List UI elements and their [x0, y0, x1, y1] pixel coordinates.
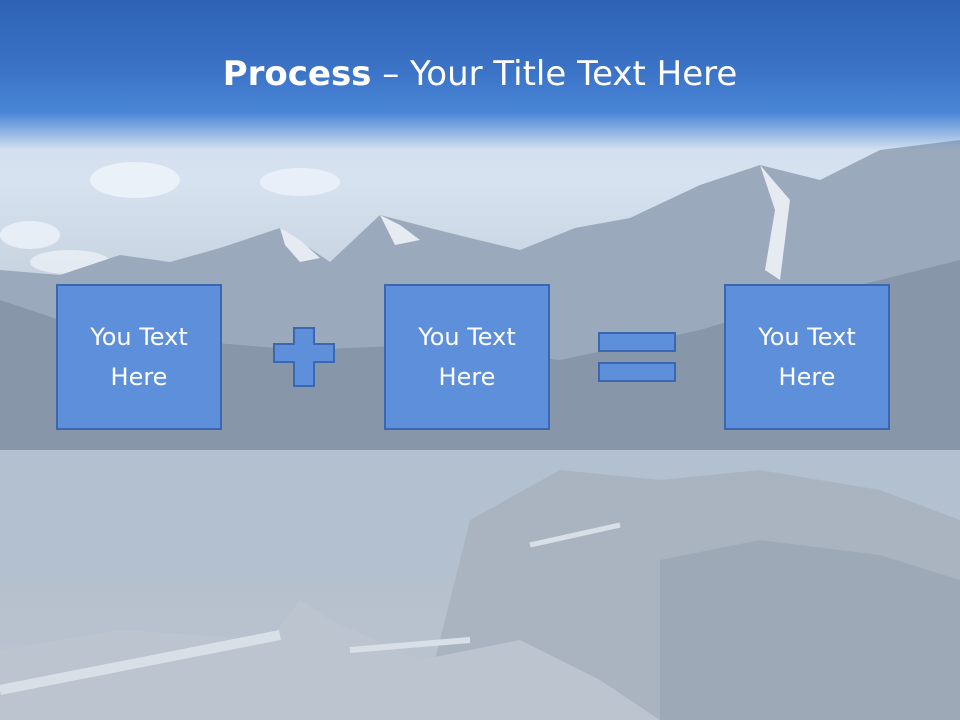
slide-title: Process – Your Title Text Here — [0, 52, 960, 96]
process-box-1-text: You Text Here — [90, 323, 188, 391]
process-box-3-text: You Text Here — [758, 323, 856, 391]
title-band — [0, 0, 960, 150]
title-rest: – Your Title Text Here — [371, 54, 738, 94]
process-box-3[interactable]: You Text Here — [724, 284, 890, 430]
process-box-1[interactable]: You Text Here — [56, 284, 222, 430]
title-bold: Process — [222, 54, 372, 94]
process-box-2[interactable]: You Text Here — [384, 284, 550, 430]
process-box-2-text: You Text Here — [418, 323, 516, 391]
